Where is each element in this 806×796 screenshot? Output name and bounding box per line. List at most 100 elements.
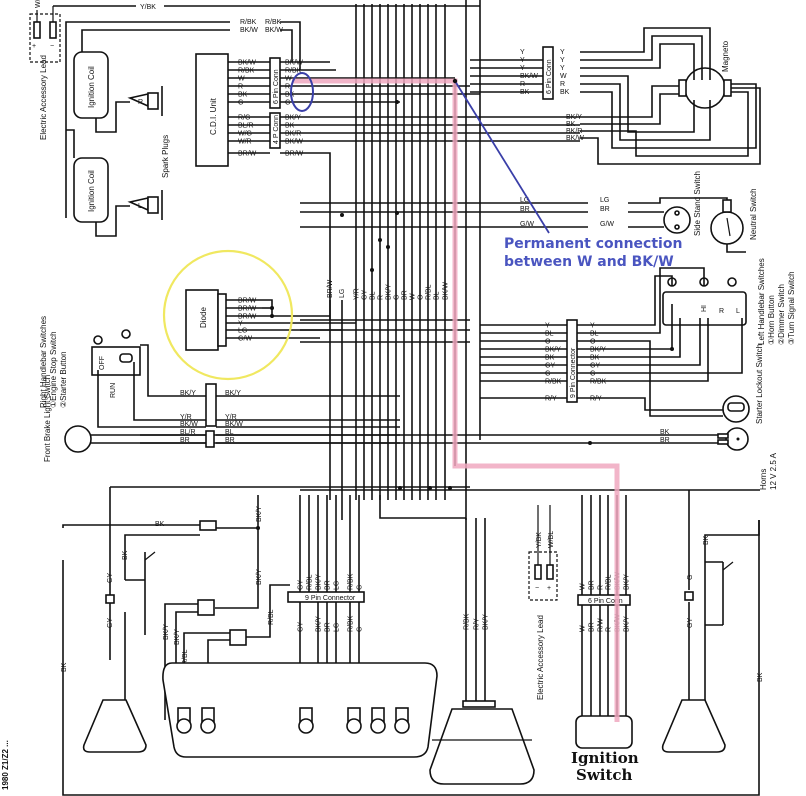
starter-button-label: ②Starter Button xyxy=(59,351,68,408)
junction-dot xyxy=(370,268,374,272)
wire-bk-outer-loop xyxy=(62,520,760,796)
wire-label: R xyxy=(606,627,613,632)
wire-label: R/BL xyxy=(426,284,433,300)
wire-label: BK/W xyxy=(180,421,198,428)
bulb xyxy=(298,718,314,734)
right-turn-signal xyxy=(661,699,726,753)
wire-label: BL xyxy=(545,331,554,338)
front-brake-light-switch: Front Brake Light Switch Front Brake Lig… xyxy=(43,375,92,462)
wire-label: Y xyxy=(520,65,525,72)
right-handlebar-switches-label: Right Handlebar Switches xyxy=(39,316,48,408)
right-turn-ground xyxy=(722,561,734,625)
wire-label: BR/W xyxy=(238,298,257,305)
wire xyxy=(640,318,701,366)
wire xyxy=(640,340,723,417)
wire-label: G xyxy=(285,100,290,107)
wire-label: BK/W xyxy=(443,282,450,300)
wire-label: W/BL xyxy=(548,531,555,548)
wire-label: BR xyxy=(225,437,235,444)
wire-label: BK xyxy=(61,662,68,672)
wire-label: BK/R xyxy=(285,131,301,138)
wire-label: R/BK xyxy=(545,379,562,386)
hi-label: HI xyxy=(701,305,708,312)
meter-conn-label: 9 Pin Connector xyxy=(305,595,356,602)
wire-label: Y xyxy=(520,49,525,56)
starter-lockout-label: Starter Lockout Switch xyxy=(755,344,764,424)
junction-dot xyxy=(378,238,382,242)
wire-label: BK/Y xyxy=(566,114,582,121)
bulb xyxy=(176,718,192,734)
wire-label: O xyxy=(590,339,596,346)
junction-dot xyxy=(670,347,674,351)
wire xyxy=(215,600,259,609)
wire-label: G xyxy=(590,371,595,378)
wire-label: BK/W xyxy=(240,27,258,34)
headlight xyxy=(429,700,535,785)
left-handlebar-switches: HI R L Left Handlebar Switches ①Horn But… xyxy=(662,258,796,345)
magneto: Magneto xyxy=(580,27,761,165)
wire-label: BK xyxy=(122,550,129,560)
wire-label: BR xyxy=(600,206,610,213)
junction-dot xyxy=(448,486,452,490)
wire-label: R/BK xyxy=(265,19,282,26)
ignition-six-pin-connector: 6 Pin Conn xyxy=(577,594,631,606)
wire xyxy=(262,299,273,316)
wire-label: BK/Y xyxy=(256,506,263,522)
six-pin-conn-label: 6 Pin Conn xyxy=(273,69,280,104)
wire-label: R xyxy=(238,84,243,91)
cdi-six-pin-connector: 6 Pin Conn xyxy=(269,57,281,109)
wire-label: R xyxy=(520,81,525,88)
wire-label: LG xyxy=(238,328,247,335)
wire xyxy=(246,584,290,638)
electric-accessory-lead-label: Electric Accessory Lead xyxy=(39,55,48,140)
wire xyxy=(379,495,466,519)
wire-label: Y xyxy=(238,321,243,328)
annotation-pointer-line xyxy=(454,80,550,234)
wire-label: BR xyxy=(325,622,332,632)
wire-label: O xyxy=(418,294,425,300)
r-label: R xyxy=(719,308,724,315)
connector xyxy=(197,599,215,616)
wire-label: BL/R xyxy=(180,429,196,436)
wire-label: G xyxy=(357,585,364,590)
ignition-coil-2: Ignition Coil L xyxy=(73,157,163,237)
ignition-switch-label-1: Ignition xyxy=(571,749,639,767)
wire-label: BK/W xyxy=(520,73,538,80)
wire-label: BR xyxy=(325,580,332,590)
wire-label: BK xyxy=(566,121,576,128)
bulb xyxy=(200,718,216,734)
wire-label: G xyxy=(394,295,401,300)
wire-label: W xyxy=(580,625,587,632)
wire-label: W xyxy=(560,73,567,80)
meter-nine-pin-connector: 9 Pin Connector xyxy=(287,591,365,603)
wire-label: R/BK xyxy=(348,615,355,632)
spark-plugs-label: Spark Plugs xyxy=(161,135,170,178)
wire-label: BK/Y xyxy=(624,574,631,590)
ignition-switch-label-2: Switch xyxy=(576,766,633,784)
wire-label: BK/Y xyxy=(225,390,241,397)
wire-bk-w-coil xyxy=(81,29,230,52)
nine-pin-label: 9 Pin Connector xyxy=(570,347,577,398)
left-turn-signal xyxy=(82,699,147,753)
wire-label: BK/W xyxy=(225,421,243,428)
wire-label: BL xyxy=(590,331,599,338)
wire-label: Y/BK xyxy=(140,4,156,11)
wire-label: BK xyxy=(703,535,710,545)
wire-label: BR xyxy=(402,290,409,300)
ignition-switch xyxy=(575,715,633,749)
wire-label: BR xyxy=(589,622,596,632)
connector xyxy=(229,629,247,646)
wire xyxy=(280,152,331,320)
wire-label: BK/Y xyxy=(180,390,196,397)
wire-label: R/G xyxy=(238,115,250,122)
wire-label: W/G xyxy=(238,131,252,138)
wire-label: G/W xyxy=(600,221,614,228)
side-stand-switch: Side Stand Switch xyxy=(663,171,702,236)
bulb xyxy=(370,718,386,734)
front-brake-label: Front Brake Light Switch xyxy=(43,375,52,462)
wire-label: BR/W xyxy=(238,151,257,158)
wire-label: Y xyxy=(560,65,565,72)
electric-accessory-lead-bottom-label: Electric Accessory Lead xyxy=(536,615,545,700)
wire-label: W xyxy=(410,293,417,300)
magneto-six-pin-connector: 6 Pin Conn xyxy=(542,46,554,100)
